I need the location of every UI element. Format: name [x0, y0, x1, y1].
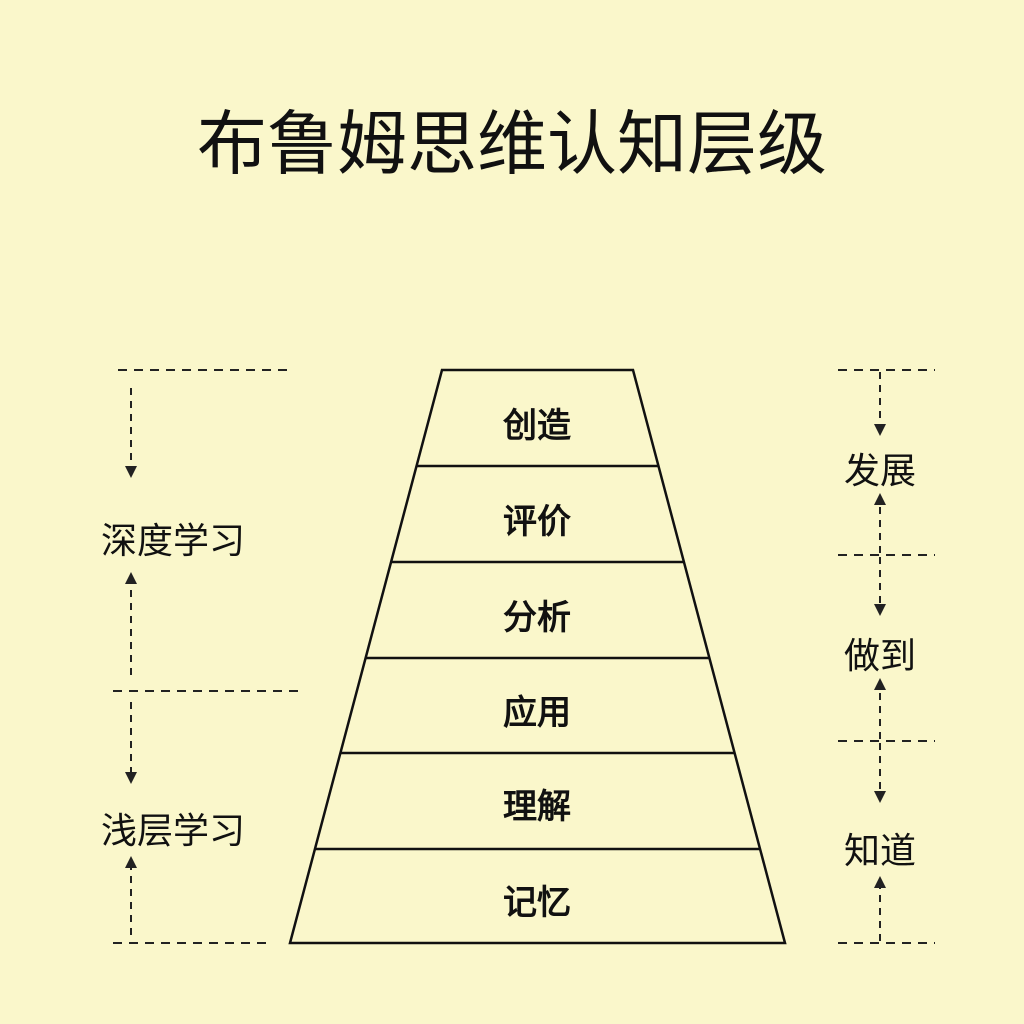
level-evaluate: 评价	[503, 502, 571, 542]
shallow-learning-label: 浅层学习	[101, 811, 245, 852]
know-label: 知道	[844, 831, 916, 872]
deep-learning-label: 深度学习	[101, 521, 245, 562]
level-understand: 理解	[503, 787, 571, 827]
right-annotations: 发展 做到 知道	[838, 369, 935, 944]
pyramid: 创造 评价 分析 应用 理解 记忆	[288, 368, 787, 945]
develop-label: 发展	[844, 451, 916, 492]
level-apply: 应用	[503, 693, 571, 733]
do-label: 做到	[844, 636, 916, 677]
page-title: 布鲁姆思维认知层级	[197, 103, 827, 185]
level-remember: 记忆	[503, 883, 571, 923]
level-analyze: 分析	[503, 598, 571, 638]
level-create: 创造	[502, 406, 571, 446]
left-annotations: 深度学习 浅层学习	[101, 369, 298, 944]
